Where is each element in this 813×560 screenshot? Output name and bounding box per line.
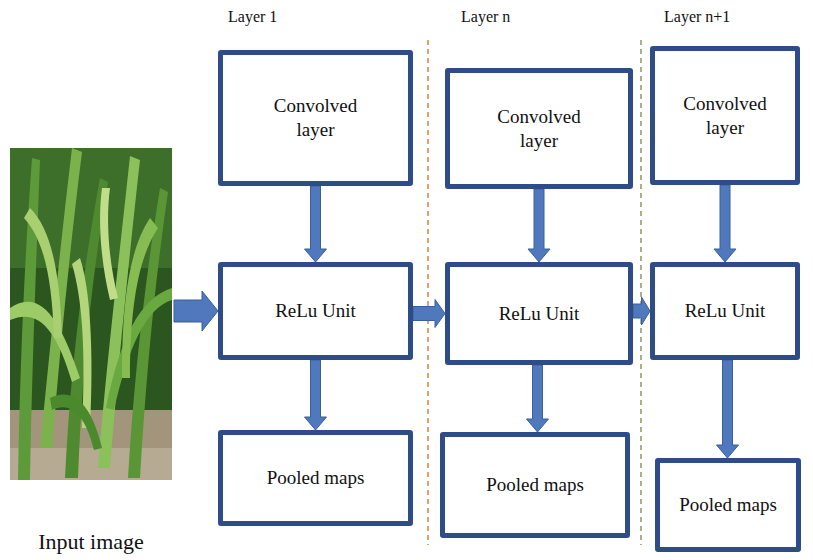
block-arrow — [527, 365, 549, 432]
corn-photo — [10, 148, 172, 480]
layer-box: Pooled maps — [655, 458, 801, 552]
layer-label: Layer 1 — [228, 8, 277, 26]
layer-box: ReLu Unit — [445, 262, 633, 365]
box-label: Convolved layer — [670, 92, 780, 140]
dashed-separator — [640, 40, 642, 545]
image-node: Input image — [8, 148, 174, 555]
block-arrow — [633, 297, 650, 325]
block-arrow — [413, 300, 445, 328]
box-label: Pooled maps — [486, 473, 584, 497]
box-label: Pooled maps — [679, 493, 777, 517]
block-arrow — [528, 189, 550, 262]
layer-box: ReLu Unit — [650, 262, 800, 360]
layer-box: ReLu Unit — [218, 262, 413, 360]
box-label: Pooled maps — [267, 466, 365, 490]
layer-box: Convolved layer — [218, 50, 413, 186]
block-arrow — [305, 186, 327, 262]
block-arrow — [174, 291, 218, 331]
box-label: ReLu Unit — [275, 299, 356, 323]
block-arrow — [714, 185, 736, 262]
layer-box: Pooled maps — [218, 430, 413, 526]
image-caption: Input image — [38, 528, 144, 556]
layer-label: Layer n — [461, 8, 510, 26]
layer-box: Pooled maps — [440, 432, 630, 538]
block-arrow — [305, 360, 327, 430]
layer-label: Layer n+1 — [664, 8, 730, 26]
block-arrow — [717, 360, 739, 458]
layer-box: Convolved layer — [650, 46, 800, 185]
dashed-separator — [427, 40, 429, 545]
box-label: ReLu Unit — [499, 302, 580, 326]
box-label: ReLu Unit — [685, 299, 766, 323]
layer-box: Convolved layer — [445, 68, 633, 189]
box-label: Convolved layer — [261, 94, 371, 142]
box-label: Convolved layer — [484, 105, 594, 153]
